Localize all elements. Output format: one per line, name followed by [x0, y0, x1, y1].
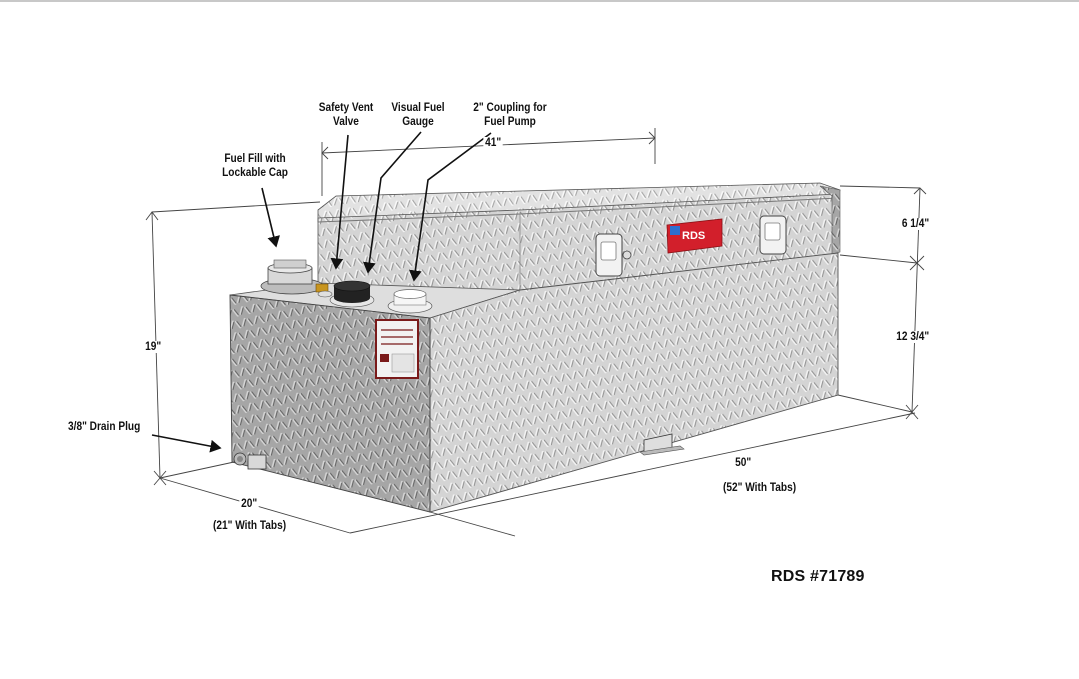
dim-length-with-tabs: (52" With Tabs): [722, 482, 797, 494]
part-number: RDS #71789: [771, 568, 865, 585]
svg-text:RDS: RDS: [682, 230, 705, 242]
dim-tank-height: 12 3/4": [894, 331, 931, 343]
callout-fuel-fill-line1: Fuel Fill with: [224, 153, 286, 165]
dim-depth: 20": [239, 498, 259, 510]
callout-drain-plug: 3/8" Drain Plug: [68, 420, 156, 434]
window-top-edge: [0, 0, 1079, 2]
callout-fuel-fill: Fuel Fill with Lockable Cap: [219, 152, 291, 180]
callout-safety-vent-line1: Safety Vent: [318, 102, 374, 114]
dim-overall-height: 19": [143, 341, 163, 353]
latch-handle-left: [595, 233, 632, 277]
drain-plug: [233, 452, 267, 470]
mounting-tab: [639, 433, 685, 456]
dim-toolbox-height: 6 1/4": [900, 218, 931, 230]
visual-fuel-gauge: [329, 280, 375, 308]
callout-fuel-fill-line2: Lockable Cap: [222, 167, 288, 179]
toolbox: RDS: [317, 182, 841, 299]
safety-vent-valve: [315, 283, 333, 298]
callout-coupling-line1: 2" Coupling for: [473, 102, 547, 114]
callout-safety-vent-line2: Valve: [333, 116, 359, 128]
callout-visual-gauge-line1: Visual Fuel: [391, 102, 445, 114]
callout-coupling-line2: Fuel Pump: [484, 116, 536, 128]
dim-toolbox-length: 41": [483, 137, 503, 149]
rds-logo-badge: RDS: [666, 218, 723, 254]
callout-arrows: [151, 131, 492, 453]
info-label-plate: [375, 319, 419, 379]
fuel-pump-coupling: [387, 289, 433, 314]
callout-visual-gauge: Visual Fuel Gauge: [383, 101, 453, 129]
fuel-fill-cap: [260, 259, 324, 295]
latch-handle-right: [759, 215, 787, 255]
dim-length: 50": [733, 457, 753, 469]
dim-depth-with-tabs: (21" With Tabs): [212, 520, 287, 532]
callout-safety-vent: Safety Vent Valve: [311, 101, 381, 129]
callout-drain-plug-line1: 3/8" Drain Plug: [68, 421, 141, 433]
callout-coupling: 2" Coupling for Fuel Pump: [466, 101, 554, 129]
callout-visual-gauge-line2: Gauge: [402, 116, 434, 128]
